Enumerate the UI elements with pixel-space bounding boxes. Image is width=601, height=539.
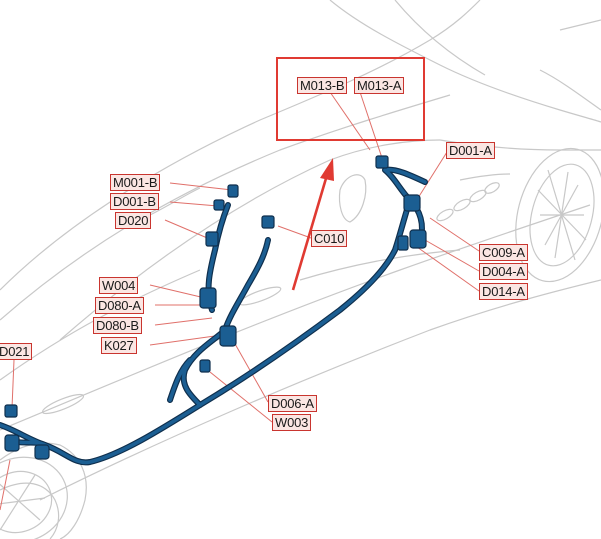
leader-lines: [0, 91, 480, 511]
label-w003: W003: [272, 414, 312, 431]
label-d020: D020: [115, 212, 152, 229]
label-d014-a: D014-A: [479, 283, 528, 300]
label-w004: W004: [99, 277, 139, 294]
label-c009-a: C009-A: [479, 244, 528, 261]
label-d080-a: D080-A: [95, 297, 144, 314]
label-m013-a: M013-A: [354, 77, 405, 94]
label-d021: D021: [0, 343, 33, 360]
label-d001-a: D001-A: [446, 142, 495, 159]
label-c010: C010: [311, 230, 348, 247]
label-d080-b: D080-B: [93, 317, 142, 334]
label-k027: K027: [101, 337, 137, 354]
annotation-arrow: [291, 158, 334, 291]
label-d001-b: D001-B: [110, 193, 159, 210]
wiring-harness: [0, 155, 428, 466]
label-m013-b: M013-B: [297, 77, 348, 94]
label-d006-a: D006-A: [268, 395, 317, 412]
label-m001-b: M001-B: [110, 174, 161, 191]
label-d004-a: D004-A: [479, 263, 528, 280]
highlight-box: [276, 57, 425, 141]
